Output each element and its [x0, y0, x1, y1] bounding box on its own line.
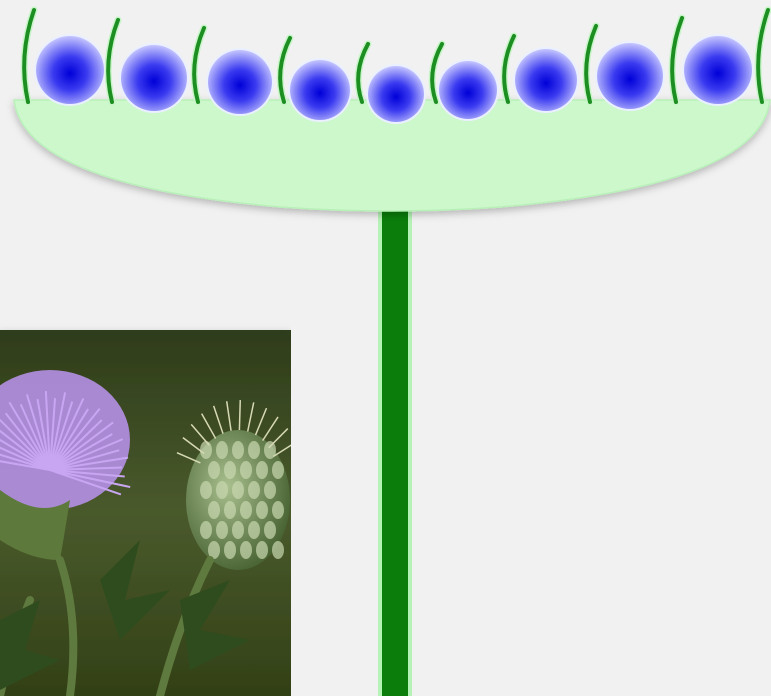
stalk	[378, 205, 412, 696]
floret	[288, 58, 352, 122]
floret	[513, 47, 579, 113]
floret	[119, 43, 189, 113]
floret	[437, 59, 499, 121]
floret	[34, 34, 106, 106]
floret	[206, 48, 274, 116]
floret	[595, 41, 665, 111]
floret	[682, 34, 754, 106]
floret	[366, 64, 426, 124]
